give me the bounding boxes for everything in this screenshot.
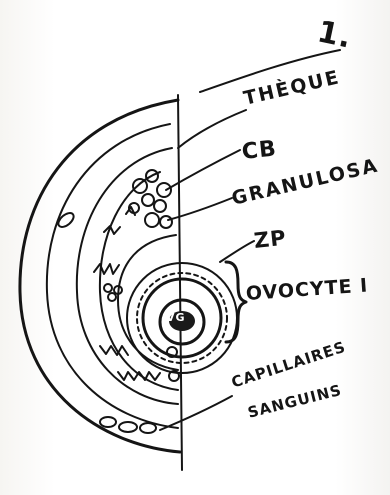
leader-cb bbox=[166, 150, 240, 190]
figure-number: 1. bbox=[314, 14, 355, 55]
leader-theca bbox=[178, 110, 246, 148]
oocyte-brace bbox=[226, 262, 246, 342]
label-nucleus: VG bbox=[166, 311, 186, 324]
theca-inner-arc bbox=[47, 124, 178, 428]
section-axis-line bbox=[178, 95, 182, 470]
leader-zp bbox=[220, 241, 254, 262]
capillaries bbox=[56, 210, 156, 433]
label-zp: ZP bbox=[253, 226, 288, 253]
label-cb: CB bbox=[241, 136, 278, 165]
leader-capillaries bbox=[160, 396, 232, 430]
leader-granulosa bbox=[168, 198, 232, 220]
